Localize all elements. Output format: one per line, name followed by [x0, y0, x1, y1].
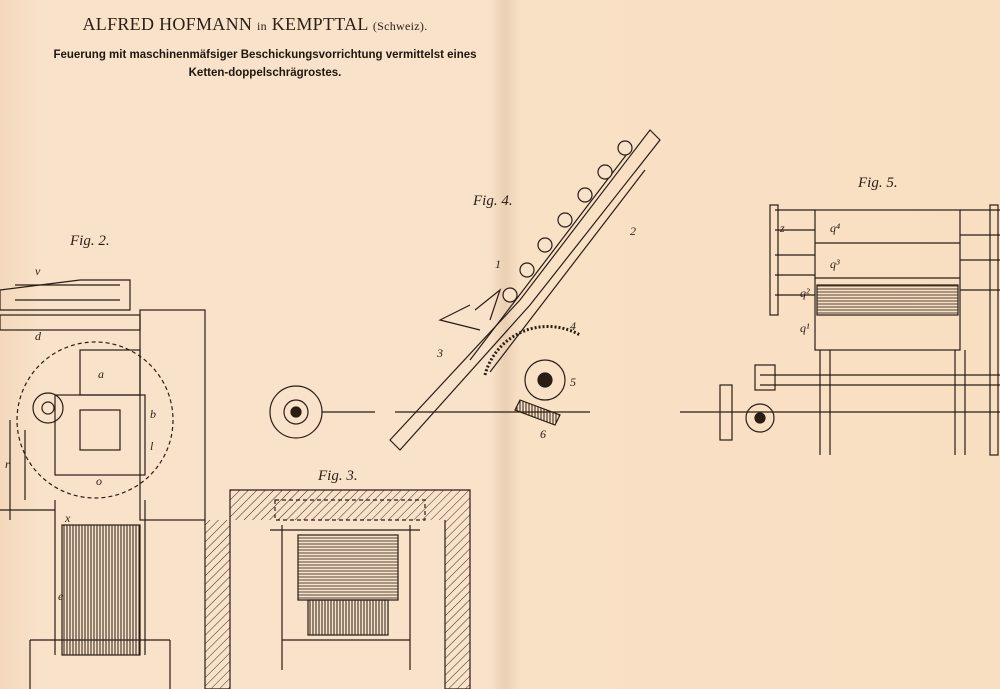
patent-title: ALFRED HOFMANN in KEMPTTAL (Schweiz). [0, 14, 510, 35]
part-label-1: 1 [495, 257, 501, 271]
part-label-4: 4 [570, 319, 576, 333]
part-label-6: 6 [540, 427, 546, 441]
part-label-o: o [96, 474, 102, 488]
part-label-l: l [150, 439, 154, 453]
figure-2-drawing [0, 279, 206, 689]
part-label-z: z [779, 221, 785, 235]
figure-4-drawing [269, 129, 661, 451]
fig-3-label: Fig. 3. [317, 468, 358, 484]
part-label-v: v [35, 264, 41, 278]
fig-5-label: Fig. 5. [857, 175, 898, 191]
fig-2-label: Fig. 2. [69, 233, 110, 249]
part-label-x: x [64, 511, 71, 525]
part-label-q4: q⁴ [830, 221, 840, 235]
patent-description: Feuerung mit maschinenmäfsiger Beschicku… [53, 49, 477, 79]
part-label-3: 3 [436, 346, 443, 360]
part-label-2: 2 [630, 224, 636, 238]
country-name: (Schweiz). [372, 19, 428, 33]
figure-3-drawing [204, 489, 471, 689]
part-label-q3: q³ [830, 257, 840, 271]
part-label-q2: q² [800, 286, 810, 300]
part-label-b: b [150, 407, 156, 421]
figure-5-drawing [680, 204, 1000, 456]
part-label-q1: q¹ [800, 321, 810, 335]
part-label-5: 5 [570, 375, 576, 389]
part-label-d: d [35, 329, 42, 343]
part-label-a: a [98, 367, 104, 381]
part-label-r: r [5, 457, 10, 471]
in-word: in [257, 19, 267, 33]
inventor-name: ALFRED HOFMANN [82, 14, 253, 34]
fig-4-label: Fig. 4. [472, 193, 513, 209]
part-label-e: e [58, 589, 64, 603]
place-name: KEMPTTAL [271, 14, 369, 34]
